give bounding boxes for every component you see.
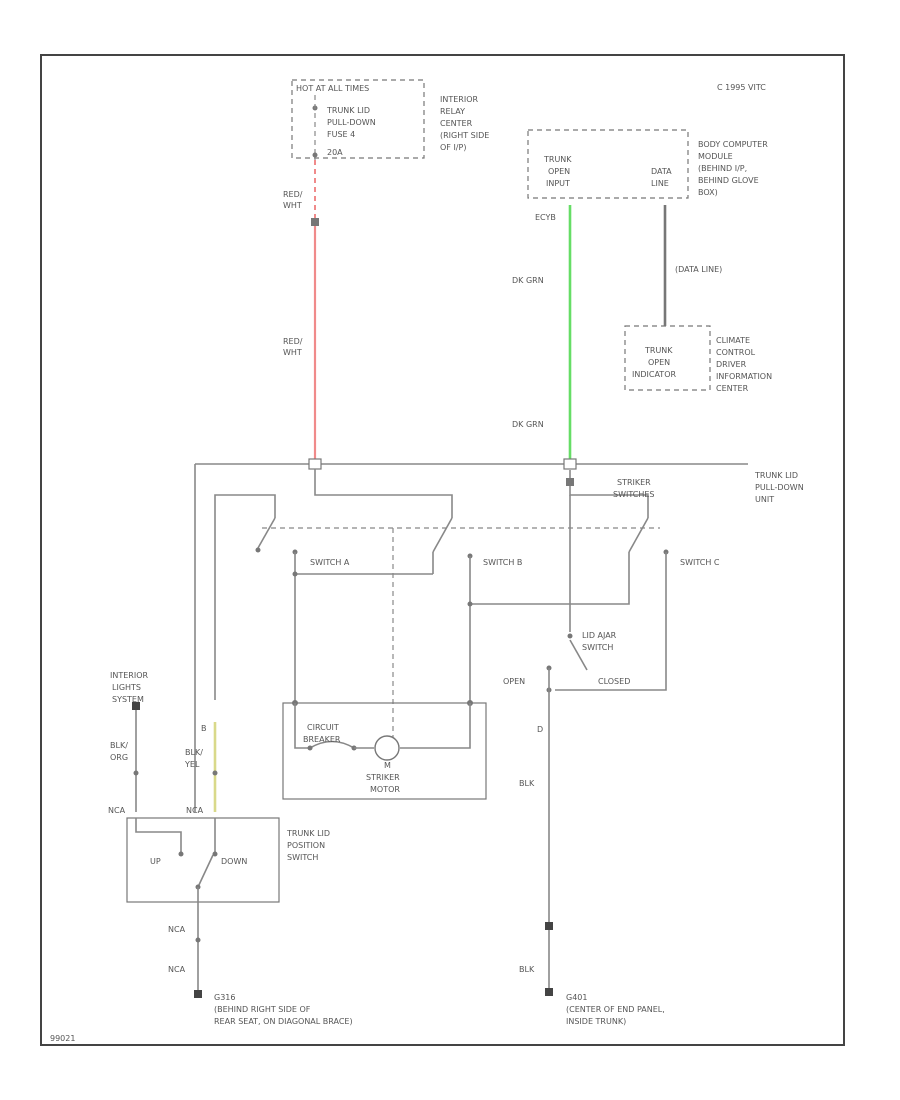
svg-text:DRIVER: DRIVER xyxy=(716,360,747,369)
svg-text:BEHIND GLOVE: BEHIND GLOVE xyxy=(698,176,759,185)
svg-text:MOTOR: MOTOR xyxy=(370,785,400,794)
svg-text:RED/: RED/ xyxy=(283,337,303,346)
svg-text:SWITCH: SWITCH xyxy=(287,853,318,862)
svg-text:UNIT: UNIT xyxy=(755,495,774,504)
svg-text:CIRCUIT: CIRCUIT xyxy=(307,723,339,732)
svg-text:PULL-DOWN: PULL-DOWN xyxy=(755,483,804,492)
switch-c-label: SWITCH C xyxy=(680,558,720,567)
svg-text:NCA: NCA xyxy=(168,925,186,934)
svg-text:UP: UP xyxy=(150,857,161,866)
svg-text:SWITCH: SWITCH xyxy=(582,643,613,652)
switch-a-label: SWITCH A xyxy=(310,558,350,567)
svg-text:RED/: RED/ xyxy=(283,190,303,199)
svg-text:ORG: ORG xyxy=(110,753,128,762)
svg-text:BREAKER: BREAKER xyxy=(303,735,341,744)
svg-text:BOX): BOX) xyxy=(698,188,718,197)
svg-text:WHT: WHT xyxy=(283,201,302,210)
svg-text:TRUNK: TRUNK xyxy=(543,155,572,164)
fuse-block: HOT AT ALL TIMES TRUNK LID PULL-DOWN FUS… xyxy=(291,79,425,160)
svg-text:INDICATOR: INDICATOR xyxy=(632,370,676,379)
svg-text:CONTROL: CONTROL xyxy=(716,348,756,357)
svg-text:LID AJAR: LID AJAR xyxy=(582,631,617,640)
svg-text:G316: G316 xyxy=(214,993,235,1002)
svg-text:CENTER: CENTER xyxy=(716,384,749,393)
svg-text:ECYB: ECYB xyxy=(535,213,556,222)
svg-text:WHT: WHT xyxy=(283,348,302,357)
svg-text:OPEN: OPEN xyxy=(648,358,670,367)
svg-text:DOWN: DOWN xyxy=(221,857,247,866)
svg-text:YEL: YEL xyxy=(184,760,200,769)
hot-at-all-times-label: HOT AT ALL TIMES xyxy=(296,84,369,93)
svg-text:REAR SEAT, ON DIAGONAL BRACE): REAR SEAT, ON DIAGONAL BRACE) xyxy=(214,1017,353,1026)
svg-text:CLIMATE: CLIMATE xyxy=(716,336,750,345)
trunk-open-indicator: TRUNK OPEN INDICATOR xyxy=(624,325,711,391)
svg-text:TRUNK LID: TRUNK LID xyxy=(326,106,370,115)
svg-text:BLK: BLK xyxy=(519,779,535,788)
svg-text:STRIKER: STRIKER xyxy=(366,773,400,782)
switch-b-label: SWITCH B xyxy=(483,558,522,567)
svg-text:D: D xyxy=(537,725,543,734)
svg-text:BLK: BLK xyxy=(519,965,535,974)
svg-text:SWITCHES: SWITCHES xyxy=(613,490,655,499)
svg-text:M: M xyxy=(384,761,391,770)
diagram-frame xyxy=(40,54,845,1046)
svg-text:BLK/: BLK/ xyxy=(110,741,128,750)
svg-text:SYSTEM: SYSTEM xyxy=(112,695,144,704)
svg-text:BODY COMPUTER: BODY COMPUTER xyxy=(698,140,768,149)
striker-switch-wiring xyxy=(214,469,669,742)
svg-text:(BEHIND RIGHT SIDE OF: (BEHIND RIGHT SIDE OF xyxy=(214,1005,311,1014)
svg-text:INFORMATION: INFORMATION xyxy=(716,372,772,381)
trunk-lid-position-switch: UP DOWN xyxy=(126,817,280,996)
svg-text:TRUNK LID: TRUNK LID xyxy=(754,471,798,480)
svg-text:FUSE 4: FUSE 4 xyxy=(327,130,355,139)
motor-symbol xyxy=(374,735,400,761)
svg-text:DK GRN: DK GRN xyxy=(512,420,544,429)
svg-text:NCA: NCA xyxy=(108,806,126,815)
striker-motor-module: CIRCUIT BREAKER M STRIKER MOTOR xyxy=(282,700,487,800)
svg-text:TRUNK LID: TRUNK LID xyxy=(286,829,330,838)
svg-text:RELAY: RELAY xyxy=(440,107,465,116)
svg-text:CENTER: CENTER xyxy=(440,119,473,128)
svg-text:(RIGHT SIDE: (RIGHT SIDE xyxy=(440,131,489,140)
svg-text:MODULE: MODULE xyxy=(698,152,733,161)
svg-text:(BEHIND I/P,: (BEHIND I/P, xyxy=(698,164,747,173)
svg-text:STRIKER: STRIKER xyxy=(617,478,651,487)
svg-text:LINE: LINE xyxy=(651,179,669,188)
svg-text:INSIDE TRUNK): INSIDE TRUNK) xyxy=(566,1017,626,1026)
svg-text:NCA: NCA xyxy=(168,965,186,974)
svg-text:INTERIOR: INTERIOR xyxy=(440,95,479,104)
svg-text:CLOSED: CLOSED xyxy=(598,677,630,686)
svg-text:INTERIOR: INTERIOR xyxy=(110,671,149,680)
pin-b-label: B xyxy=(201,724,207,733)
red-wht-wire xyxy=(311,160,319,464)
fuse-amperage: 20A xyxy=(327,148,343,157)
svg-text:OPEN: OPEN xyxy=(548,167,570,176)
svg-text:NCA: NCA xyxy=(186,806,204,815)
svg-text:BLK/: BLK/ xyxy=(185,748,203,757)
svg-text:LIGHTS: LIGHTS xyxy=(112,683,141,692)
svg-text:TRUNK: TRUNK xyxy=(644,346,673,355)
svg-text:(CENTER OF END PANEL,: (CENTER OF END PANEL, xyxy=(566,1005,665,1014)
figure-id: 99021 xyxy=(50,1034,75,1043)
svg-text:DK GRN: DK GRN xyxy=(512,276,544,285)
svg-text:OF I/P): OF I/P) xyxy=(440,143,466,152)
svg-text:OPEN: OPEN xyxy=(503,677,525,686)
svg-text:DATA: DATA xyxy=(651,167,672,176)
copyright-label: C 1995 VITC xyxy=(717,83,766,92)
svg-text:PULL-DOWN: PULL-DOWN xyxy=(327,118,376,127)
body-computer-module: TRUNK OPEN INPUT DATA LINE xyxy=(527,129,689,199)
svg-text:(DATA LINE): (DATA LINE) xyxy=(675,265,722,274)
svg-text:INPUT: INPUT xyxy=(546,179,570,188)
svg-text:G401: G401 xyxy=(566,993,587,1002)
svg-text:POSITION: POSITION xyxy=(287,841,325,850)
